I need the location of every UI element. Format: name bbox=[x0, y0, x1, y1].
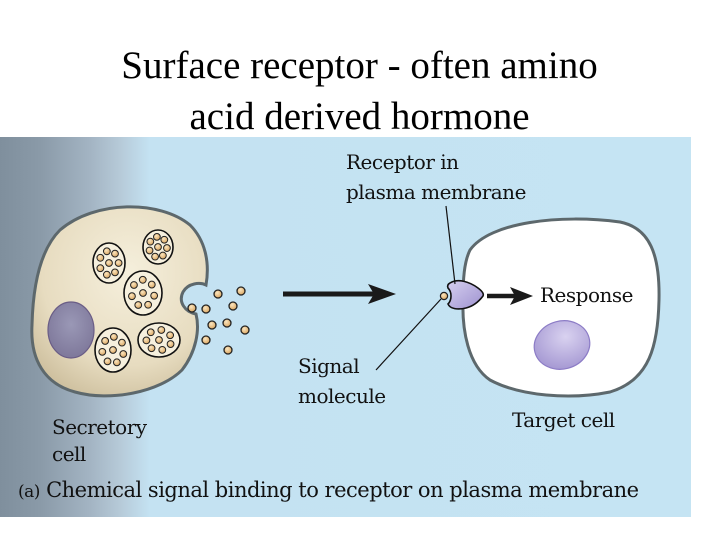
vesicle-granule bbox=[101, 337, 110, 345]
vesicle-granule bbox=[157, 326, 166, 334]
vesicle-granule bbox=[111, 268, 119, 277]
slide-title: Surface receptor - often amino acid deri… bbox=[0, 40, 719, 142]
vesicle-granule bbox=[166, 331, 175, 340]
signal-molecule-label: Signal molecule bbox=[298, 351, 386, 412]
signal-leader-line bbox=[375, 298, 442, 371]
figure-caption: (a) Chemical signal binding to receptor … bbox=[18, 478, 639, 502]
caption-text: Chemical signal binding to receptor on p… bbox=[46, 478, 639, 502]
vesicle-granule bbox=[154, 243, 162, 251]
vesicle-granule bbox=[98, 347, 107, 356]
vesicle-granule bbox=[147, 344, 156, 353]
receptor-leader-line bbox=[445, 205, 456, 285]
vesicle-granule bbox=[155, 336, 163, 344]
vesicle-granule bbox=[128, 292, 136, 301]
vesicle-granule bbox=[151, 252, 160, 261]
vesicle-granule bbox=[96, 253, 105, 262]
diagram-canvas bbox=[30, 205, 661, 398]
signaling-figure: Receptor in plasma membrane Response Sig… bbox=[0, 137, 691, 517]
secretory-vesicle bbox=[92, 242, 126, 284]
vesicle-granule bbox=[109, 332, 118, 341]
vesicle-granule bbox=[139, 289, 147, 297]
signal-molecule bbox=[201, 335, 211, 345]
vesicle-granule bbox=[145, 246, 154, 255]
signal-molecule bbox=[223, 345, 233, 355]
vesicle-granule bbox=[160, 235, 169, 244]
signal-molecule-label-line-1: Signal bbox=[298, 354, 360, 378]
secretory-vesicle bbox=[137, 322, 181, 358]
receptor-label: Receptor in plasma membrane bbox=[346, 147, 526, 208]
signal-molecule bbox=[187, 303, 197, 313]
vesicle-granule bbox=[158, 251, 167, 260]
vesicle-granule bbox=[134, 301, 143, 309]
vesicle-granule bbox=[112, 358, 121, 367]
signal-molecule bbox=[222, 318, 232, 328]
vesicle-granule bbox=[150, 291, 159, 300]
main-arrow bbox=[283, 284, 396, 304]
vesicle-granule bbox=[119, 350, 128, 358]
vesicle-granule bbox=[144, 300, 153, 309]
slide-title-line-1: Surface receptor - often amino bbox=[121, 44, 598, 87]
signal-molecule bbox=[201, 304, 211, 314]
signal-molecule-label-line-2: molecule bbox=[298, 384, 386, 408]
secretory-vesicle bbox=[94, 327, 132, 373]
signal-molecule bbox=[207, 320, 217, 330]
secretory-nucleus bbox=[47, 301, 95, 359]
secretory-cell-label: Secretory cell bbox=[52, 413, 147, 469]
secretory-vesicle bbox=[142, 229, 174, 265]
receptor-label-line-1: Receptor in bbox=[346, 150, 459, 174]
caption-part-label: (a) bbox=[18, 482, 40, 502]
vesicle-granule bbox=[163, 244, 171, 252]
response-label: Response bbox=[540, 283, 633, 307]
vesicle-granule bbox=[130, 281, 138, 289]
secretory-cell-label-line-2: cell bbox=[52, 442, 86, 466]
vesicle-granule bbox=[111, 249, 119, 258]
response-arrow bbox=[487, 287, 533, 305]
vesicle-granule bbox=[105, 259, 113, 267]
vesicle-granule bbox=[109, 346, 117, 354]
vesicle-granule bbox=[146, 237, 155, 246]
signal-molecule bbox=[228, 301, 238, 311]
target-cell-membrane bbox=[461, 217, 661, 398]
receptor-protein bbox=[439, 280, 485, 310]
secretory-vesicles bbox=[92, 229, 181, 373]
receptor-label-line-2: plasma membrane bbox=[346, 180, 526, 204]
vesicle-granule bbox=[166, 340, 175, 348]
vesicle-granule bbox=[102, 247, 111, 256]
slide-title-line-2: acid derived hormone bbox=[189, 95, 530, 138]
target-cell bbox=[461, 217, 661, 398]
secretory-cell bbox=[30, 205, 209, 398]
vesicle-granule bbox=[146, 328, 155, 337]
signal-molecule bbox=[236, 286, 246, 296]
vesicle-granule bbox=[118, 338, 126, 347]
vesicle-granule bbox=[138, 275, 147, 284]
vesicle-granule bbox=[147, 280, 156, 289]
bound-signal-molecule bbox=[439, 291, 449, 301]
vesicle-granule bbox=[96, 264, 105, 273]
secretory-cell-label-line-1: Secretory bbox=[52, 415, 147, 439]
vesicle-granule bbox=[142, 336, 151, 345]
secretory-vesicle bbox=[123, 270, 163, 316]
signal-molecule bbox=[240, 325, 250, 335]
vesicle-granule bbox=[153, 232, 161, 241]
vesicle-granule bbox=[114, 259, 123, 267]
vesicle-granule bbox=[103, 357, 112, 366]
target-nucleus bbox=[533, 320, 591, 370]
signal-molecule bbox=[213, 289, 223, 299]
target-cell-label: Target cell bbox=[512, 408, 615, 432]
vesicle-granule bbox=[102, 270, 111, 279]
vesicle-granule bbox=[158, 345, 167, 354]
signal-molecules bbox=[187, 286, 250, 355]
